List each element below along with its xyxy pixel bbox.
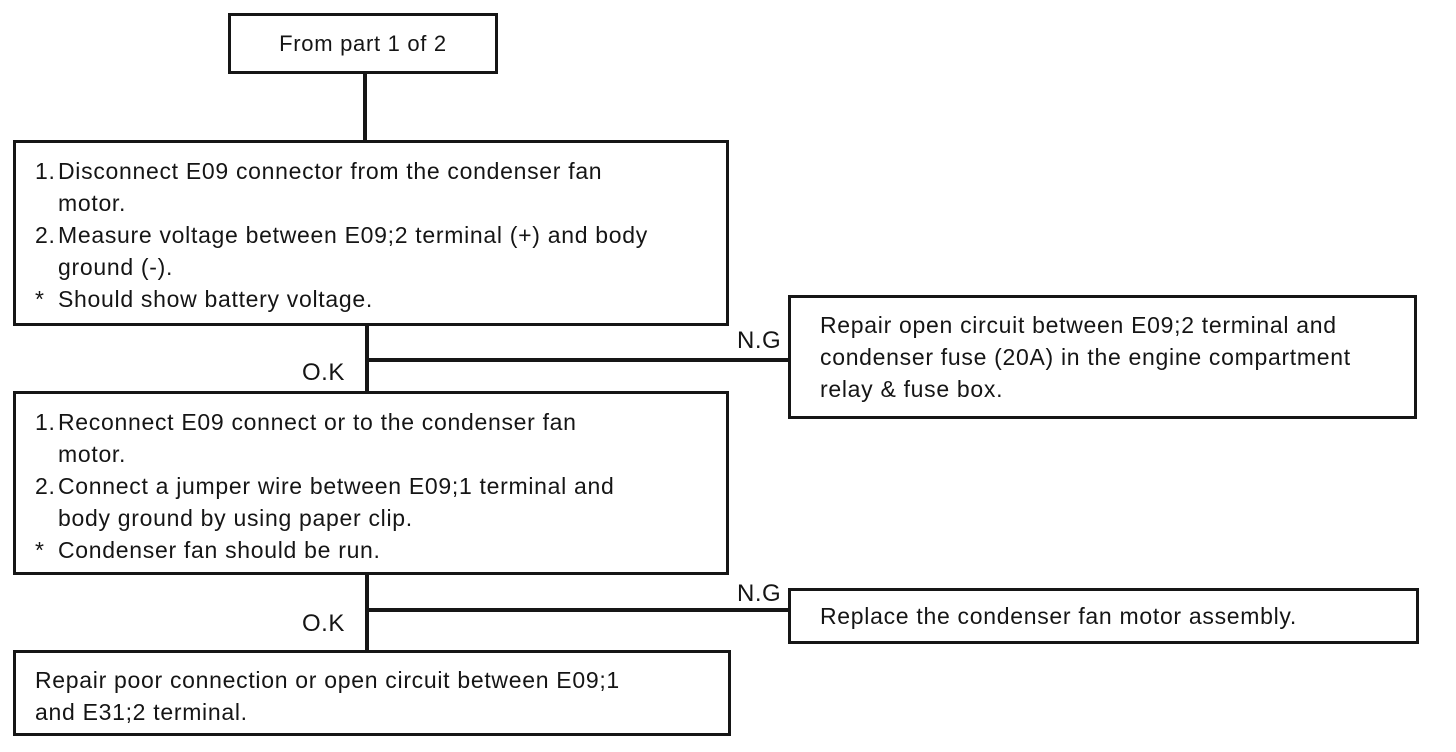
list-text: Connect a jumper wire between E09;1 term… (58, 473, 615, 499)
list-text: Reconnect E09 connect or to the condense… (58, 409, 577, 435)
action-text-line: Repair open circuit between E09;2 termin… (820, 312, 1337, 338)
instruction-line: * Condenser fan should be run. (35, 534, 718, 566)
instruction-line: body ground by using paper clip. (35, 502, 718, 534)
list-text: ground (-). (58, 254, 174, 280)
step2-ng-action-box: Replace the condenser fan motor assembly… (788, 588, 1419, 644)
list-text: Measure voltage between E09;2 terminal (… (58, 222, 648, 248)
ok-label-1: O.K (302, 359, 345, 386)
action-text-line: Replace the condenser fan motor assembly… (820, 603, 1298, 629)
list-marker (35, 502, 58, 534)
instruction-line: motor. (35, 438, 718, 470)
list-marker (35, 187, 58, 219)
list-text: motor. (58, 441, 127, 467)
connector-step1-ng-branch (365, 358, 789, 362)
action-text-line: condenser fuse (20A) in the engine compa… (820, 344, 1351, 370)
start-box-label: From part 1 of 2 (279, 30, 447, 56)
connector-step2-ng-branch (365, 608, 789, 612)
ng-label-2: N.G (737, 580, 782, 607)
start-box: From part 1 of 2 (228, 13, 498, 74)
ng-label-1: N.G (737, 327, 782, 354)
connector-step2-to-final (365, 573, 369, 651)
action-text-line: Repair poor connection or open circuit b… (35, 667, 620, 693)
list-text: body ground by using paper clip. (58, 505, 413, 531)
final-action-box: Repair poor connection or open circuit b… (13, 650, 731, 736)
instruction-line: motor. (35, 187, 718, 219)
instruction-line: 2. Connect a jumper wire between E09;1 t… (35, 470, 718, 502)
list-marker: 1. (35, 158, 56, 184)
action-text-line: relay & fuse box. (820, 376, 1004, 402)
instruction-line: * Should show battery voltage. (35, 283, 718, 315)
step2-box: 1. Reconnect E09 connect or to the conde… (13, 391, 729, 575)
list-marker: 1. (35, 409, 56, 435)
list-text: Should show battery voltage. (58, 286, 373, 312)
step1-ng-action-box: Repair open circuit between E09;2 termin… (788, 295, 1417, 419)
instruction-line: 1. Disconnect E09 connector from the con… (35, 155, 718, 187)
instruction-line: 2. Measure voltage between E09;2 termina… (35, 219, 718, 251)
list-text: Disconnect E09 connector from the conden… (58, 158, 603, 184)
list-marker: 2. (35, 473, 56, 499)
list-marker: 2. (35, 222, 56, 248)
list-marker (35, 251, 58, 283)
list-marker: * (35, 286, 45, 312)
list-marker: * (35, 537, 45, 563)
step1-box: 1. Disconnect E09 connector from the con… (13, 140, 729, 326)
action-text-line: and E31;2 terminal. (35, 699, 248, 725)
list-text: motor. (58, 190, 127, 216)
ok-label-2: O.K (302, 610, 345, 637)
connector-start-to-step1 (363, 72, 367, 141)
instruction-line: ground (-). (35, 251, 718, 283)
instruction-line: 1. Reconnect E09 connect or to the conde… (35, 406, 718, 438)
list-text: Condenser fan should be run. (58, 537, 381, 563)
list-marker (35, 438, 58, 470)
